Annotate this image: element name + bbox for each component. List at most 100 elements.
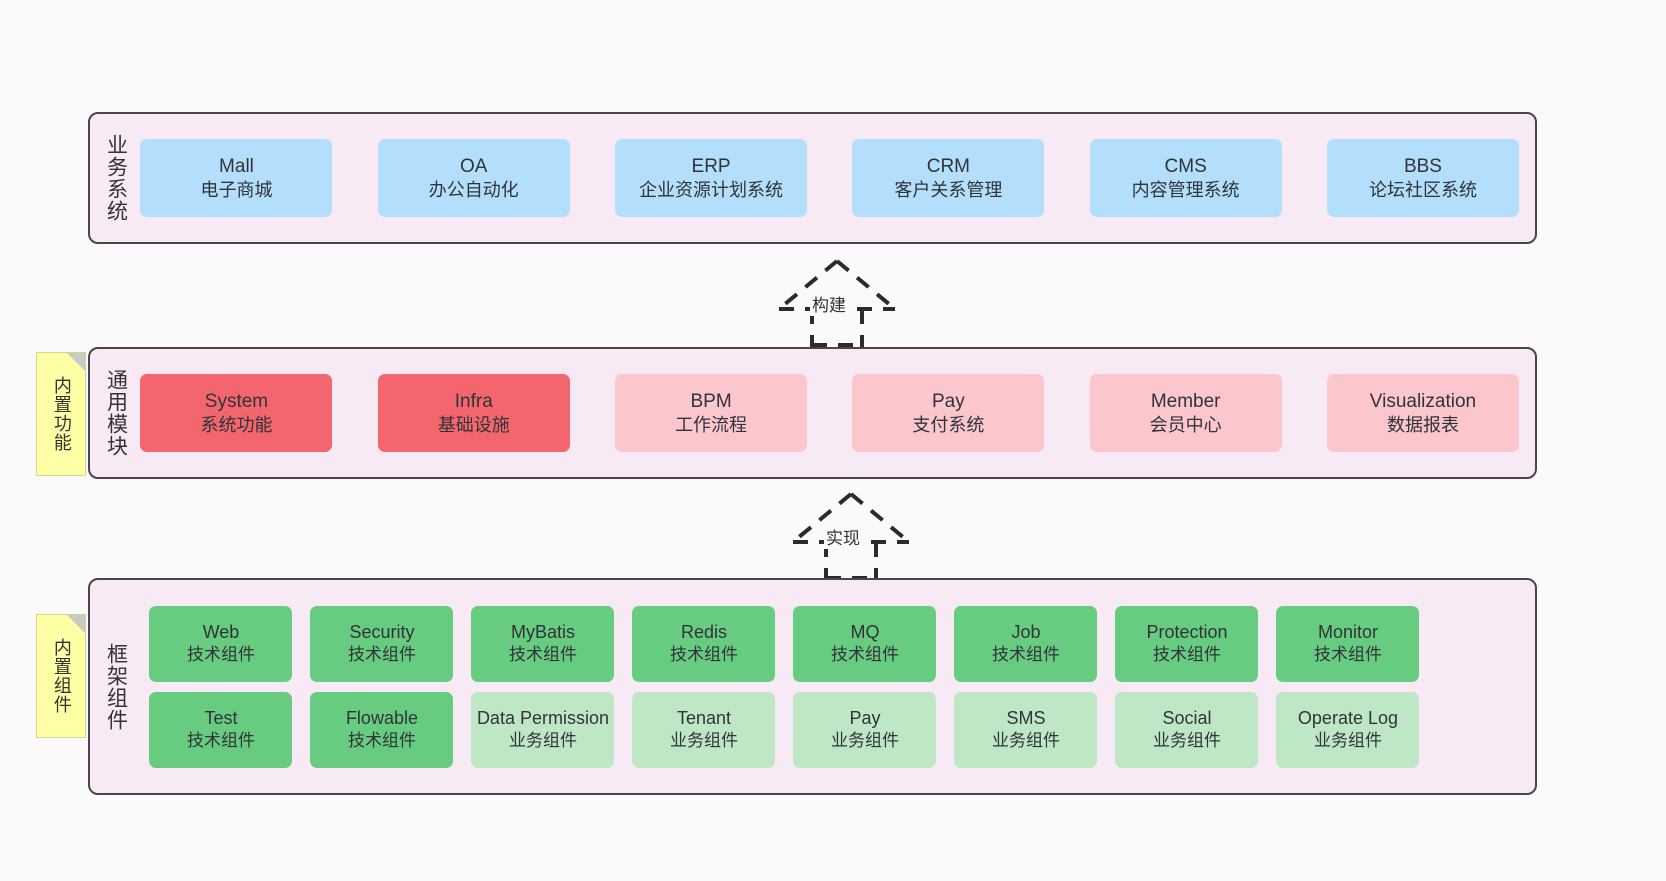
framework-card-social[interactable]: Social 业务组件: [1115, 691, 1259, 768]
business-card-mall[interactable]: Mall 电子商城: [140, 139, 333, 217]
card-title: Visualization: [1369, 390, 1477, 412]
business-card-crm[interactable]: CRM 客户关系管理: [852, 139, 1045, 217]
note-fold-corner-icon: [67, 615, 85, 633]
framework-card-sms[interactable]: SMS 业务组件: [954, 691, 1098, 768]
card-title: Pay: [849, 708, 881, 729]
card-title: Flowable: [345, 708, 418, 729]
business-card-cms[interactable]: CMS 内容管理系统: [1089, 139, 1282, 217]
card-subtitle: 技术组件: [991, 645, 1060, 665]
note-builtin-features[interactable]: 内置功能: [36, 352, 86, 476]
framework-card-data-permission[interactable]: Data Permission 业务组件: [471, 691, 615, 768]
connector-build: 构建: [752, 255, 922, 347]
framework-card-job[interactable]: Job 技术组件: [954, 605, 1098, 682]
card-subtitle: 技术组件: [669, 645, 738, 665]
note-text: 内置功能: [51, 376, 72, 452]
layer-modules-caption: 通用模块: [104, 369, 128, 457]
card-subtitle: 技术组件: [508, 645, 577, 665]
card-title: Infra: [454, 390, 493, 412]
card-title: Web: [202, 622, 240, 643]
card-title: Redis: [680, 622, 727, 643]
card-title: OA: [460, 155, 488, 177]
card-title: Protection: [1146, 622, 1228, 643]
framework-card-pay[interactable]: Pay 业务组件: [793, 691, 937, 768]
card-title: Social: [1162, 708, 1212, 729]
framework-card-protection[interactable]: Protection 技术组件: [1115, 605, 1259, 682]
card-title: Member: [1150, 390, 1221, 412]
card-title: Security: [349, 622, 415, 643]
module-card-system[interactable]: System 系统功能: [140, 374, 333, 452]
card-subtitle: 基础设施: [437, 414, 510, 435]
card-title: Test: [204, 708, 238, 729]
card-subtitle: 工作流程: [675, 414, 748, 435]
layer-business-systems: 业务系统 Mall 电子商城 OA 办公自动化 ERP 企业资源计划系统 CRM…: [88, 112, 1537, 244]
card-title: MQ: [850, 622, 880, 643]
card-title: ERP: [691, 155, 731, 177]
module-card-visualization[interactable]: Visualization 数据报表: [1326, 374, 1519, 452]
framework-card-tenant[interactable]: Tenant 业务组件: [632, 691, 776, 768]
connector-realize: 实现: [766, 488, 936, 580]
framework-card-operate-log[interactable]: Operate Log 业务组件: [1276, 691, 1420, 768]
card-subtitle: 业务组件: [1313, 731, 1382, 751]
card-subtitle: 技术组件: [1313, 645, 1382, 665]
card-title: Monitor: [1317, 622, 1378, 643]
business-card-erp[interactable]: ERP 企业资源计划系统: [615, 139, 808, 217]
framework-card-mybatis[interactable]: MyBatis 技术组件: [471, 605, 615, 682]
card-title: System: [204, 390, 269, 412]
framework-card-test[interactable]: Test 技术组件: [149, 691, 293, 768]
framework-card-redis[interactable]: Redis 技术组件: [632, 605, 776, 682]
card-subtitle: 业务组件: [669, 731, 738, 751]
module-card-bpm[interactable]: BPM 工作流程: [615, 374, 808, 452]
card-subtitle: 会员中心: [1149, 414, 1222, 435]
card-title: Tenant: [676, 708, 731, 729]
card-title: SMS: [1006, 708, 1046, 729]
module-card-list: System 系统功能 Infra 基础设施 BPM 工作流程 Pay 支付系统…: [134, 349, 1535, 477]
card-title: Pay: [931, 390, 965, 412]
card-subtitle: 内容管理系统: [1131, 179, 1240, 200]
note-builtin-components[interactable]: 内置组件: [36, 614, 86, 738]
card-title: BBS: [1403, 155, 1442, 177]
framework-card-security[interactable]: Security 技术组件: [310, 605, 454, 682]
layer-framework-components: 框架组件 Web 技术组件 Security 技术组件 MyBatis 技术组件…: [88, 578, 1537, 795]
card-subtitle: 技术组件: [1152, 645, 1221, 665]
card-title: CRM: [926, 155, 970, 177]
note-fold-corner-icon: [67, 353, 85, 371]
card-subtitle: 业务组件: [830, 731, 899, 751]
card-title: Mall: [219, 155, 254, 177]
card-subtitle: 技术组件: [830, 645, 899, 665]
card-subtitle: 电子商城: [200, 179, 273, 200]
framework-card-web[interactable]: Web 技术组件: [149, 605, 293, 682]
framework-card-list: Web 技术组件 Security 技术组件 MyBatis 技术组件 Redi…: [134, 580, 1535, 793]
business-card-oa[interactable]: OA 办公自动化: [377, 139, 570, 217]
card-title: BPM: [690, 390, 732, 412]
framework-card-monitor[interactable]: Monitor 技术组件: [1276, 605, 1420, 682]
card-subtitle: 业务组件: [508, 731, 577, 751]
connector-realize-label: 实现: [824, 524, 862, 549]
business-card-list: Mall 电子商城 OA 办公自动化 ERP 企业资源计划系统 CRM 客户关系…: [134, 114, 1535, 242]
card-subtitle: 技术组件: [347, 731, 416, 751]
layer-business-caption: 业务系统: [104, 134, 128, 222]
card-subtitle: 办公自动化: [428, 179, 519, 200]
card-title: CMS: [1164, 155, 1207, 177]
card-subtitle: 技术组件: [347, 645, 416, 665]
card-subtitle: 客户关系管理: [894, 179, 1003, 200]
module-card-pay[interactable]: Pay 支付系统: [852, 374, 1045, 452]
layer-framework-caption: 框架组件: [104, 642, 128, 731]
card-subtitle: 数据报表: [1386, 414, 1459, 435]
card-title: Job: [1011, 622, 1041, 643]
note-text: 内置组件: [51, 638, 72, 714]
card-title: Operate Log: [1297, 708, 1398, 729]
card-subtitle: 业务组件: [991, 731, 1060, 751]
framework-card-mq[interactable]: MQ 技术组件: [793, 605, 937, 682]
card-subtitle: 支付系统: [912, 414, 985, 435]
card-subtitle: 企业资源计划系统: [639, 179, 784, 200]
card-subtitle: 论坛社区系统: [1368, 179, 1477, 200]
card-subtitle: 系统功能: [200, 414, 273, 435]
card-title: MyBatis: [510, 622, 575, 643]
card-subtitle: 技术组件: [186, 645, 255, 665]
framework-card-flowable[interactable]: Flowable 技术组件: [310, 691, 454, 768]
card-title: Data Permission: [476, 708, 609, 729]
layer-common-modules: 通用模块 System 系统功能 Infra 基础设施 BPM 工作流程 Pay…: [88, 347, 1537, 479]
module-card-member[interactable]: Member 会员中心: [1089, 374, 1282, 452]
business-card-bbs[interactable]: BBS 论坛社区系统: [1326, 139, 1519, 217]
module-card-infra[interactable]: Infra 基础设施: [377, 374, 570, 452]
